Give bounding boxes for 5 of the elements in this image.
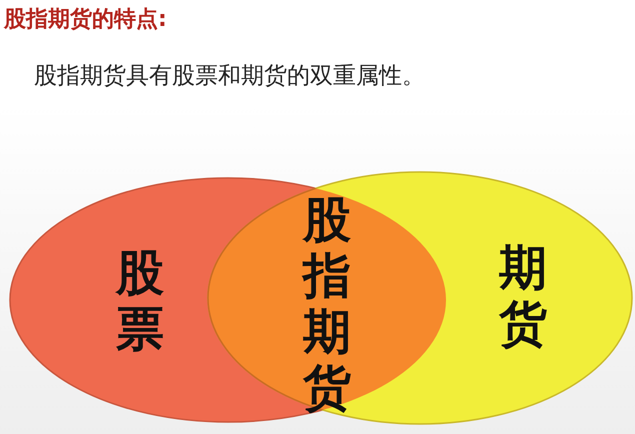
venn-label: 股票 bbox=[114, 245, 165, 357]
venn-label: 期货 bbox=[498, 240, 548, 352]
venn-label: 股指期货 bbox=[301, 192, 352, 416]
subtitle-sentence: 股指期货具有股票和期货的双重属性。 bbox=[34, 62, 425, 91]
slide-title: 股指期货的特点: bbox=[4, 6, 167, 34]
